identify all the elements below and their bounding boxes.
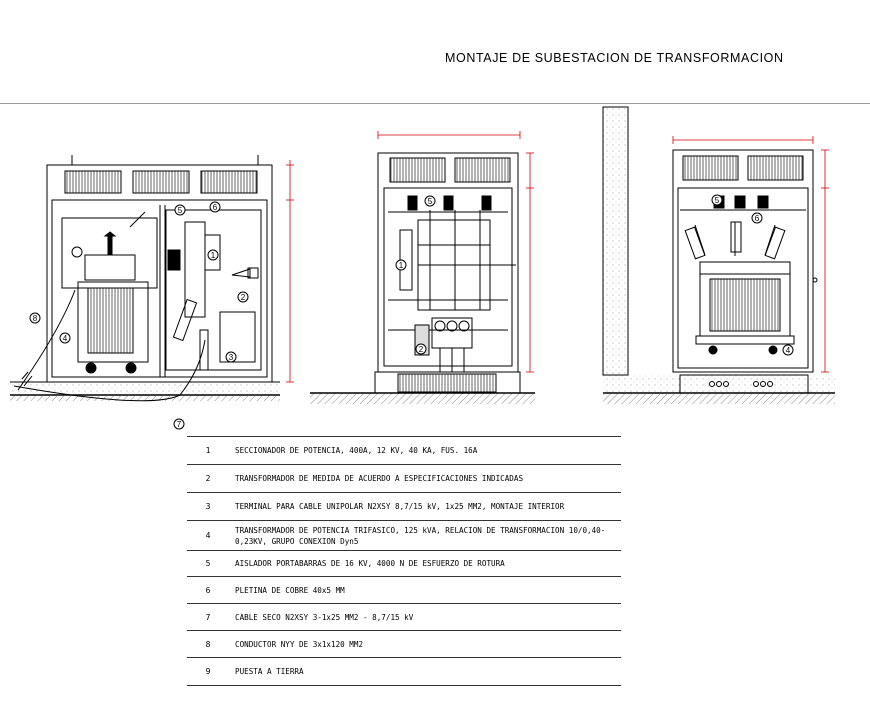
legend-text: PLETINA DE COBRE 40x5 MM: [229, 576, 621, 604]
legend-num: 4: [187, 520, 229, 551]
legend-num: 3: [187, 492, 229, 521]
legend-num: 7: [187, 603, 229, 631]
legend-num: 6: [187, 576, 229, 604]
rear-view-dimensions: [672, 136, 829, 373]
callout-8-side: 8: [29, 312, 41, 324]
svg-text:6: 6: [213, 203, 218, 212]
side-view: [10, 155, 280, 402]
title-rule: [0, 103, 870, 104]
callout-6-rear: 6: [751, 212, 763, 224]
rear-view: [602, 106, 835, 404]
svg-text:5: 5: [715, 196, 720, 205]
svg-text:8: 8: [33, 314, 38, 323]
svg-text:1: 1: [399, 261, 404, 270]
callout-1-front: 1: [395, 259, 407, 271]
svg-text:2: 2: [241, 293, 246, 302]
callout-2-front: 2: [415, 343, 427, 355]
front-view: [310, 152, 535, 404]
svg-text:7: 7: [177, 420, 182, 429]
legend-num: 9: [187, 657, 229, 686]
legend-text: CONDUCTOR NYY DE 3x1x120 MM2: [229, 630, 621, 658]
legend-num: 1: [187, 436, 229, 465]
legend-num: 2: [187, 464, 229, 493]
substation-drawing: 5 6 1 2 3 4 8 7 5 1 2 5 6 4: [10, 106, 835, 430]
svg-text:4: 4: [786, 346, 791, 355]
callout-5-front: 5: [424, 195, 436, 207]
callout-6-side: 6: [209, 201, 221, 213]
callout-4-rear: 4: [782, 344, 794, 356]
callout-1-side: 1: [207, 249, 219, 261]
legend-num: 8: [187, 630, 229, 658]
legend-text: TERMINAL PARA CABLE UNIPOLAR N2XSY 8,7/1…: [229, 492, 621, 521]
drawing-title: MONTAJE DE SUBESTACION DE TRANSFORMACION: [445, 51, 784, 65]
legend-text: TRANSFORMADOR DE MEDIDA DE ACUERDO A ESP…: [229, 464, 621, 493]
svg-text:5: 5: [428, 197, 433, 206]
svg-text:5: 5: [178, 206, 183, 215]
callout-4-side: 4: [59, 332, 71, 344]
callout-3-side: 3: [225, 351, 237, 363]
legend-num: 5: [187, 550, 229, 577]
svg-text:1: 1: [211, 251, 216, 260]
legend-text: PUESTA A TIERRA: [229, 657, 621, 686]
callouts: 5 6 1 2 3 4 8 7 5 1 2 5 6 4: [29, 194, 794, 430]
legend-text: SECCIONADOR DE POTENCIA, 400A, 12 KV, 40…: [229, 436, 621, 465]
callout-7-side: 7: [173, 418, 185, 430]
side-view-dimensions: [286, 160, 294, 383]
legend-text: CABLE SECO N2XSY 3-1x25 MM2 - 8,7/15 kV: [229, 603, 621, 631]
svg-text:6: 6: [755, 214, 760, 223]
front-view-dimensions: [377, 131, 534, 373]
svg-text:2: 2: [419, 345, 424, 354]
callout-5-side: 5: [174, 204, 186, 216]
legend-text: TRANSFORMADOR DE POTENCIA TRIFASICO, 125…: [229, 520, 621, 551]
svg-text:3: 3: [229, 353, 234, 362]
callout-5-rear: 5: [711, 194, 723, 206]
roof-vents: [64, 170, 258, 194]
svg-text:4: 4: [63, 334, 68, 343]
callout-2-side: 2: [237, 291, 249, 303]
legend-text: AISLADOR PORTABARRAS DE 16 KV, 4000 N DE…: [229, 550, 621, 577]
